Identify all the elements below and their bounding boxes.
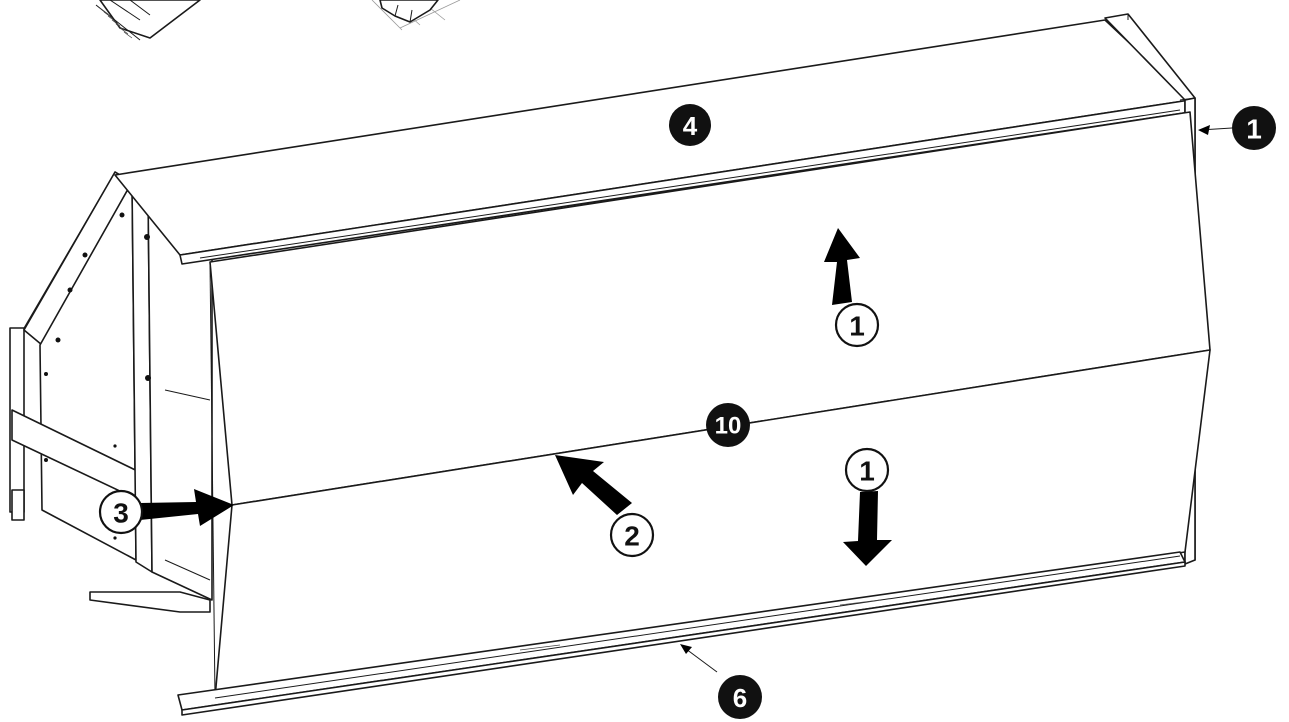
bottom-panel [177,551,1186,716]
screw-hole-icon [44,458,48,462]
screw-hole-icon [119,212,125,218]
callout-side-panel-label: 1 [1246,114,1262,145]
callout-bottom-panel: 6 [718,675,762,719]
screw-hole-icon [144,234,150,240]
previous-step-thumbnail-left [95,0,201,41]
arrow-up-icon [824,228,860,305]
step-badge-diagonal-label: 2 [624,521,640,552]
arrow-diagonal-icon [555,455,632,515]
callout-center-seam-label: 10 [715,413,742,440]
left-door-edge [209,261,216,699]
step-badge-side: 3 [98,489,144,535]
step-badge-down: 1 [844,447,890,493]
previous-step-thumbnail-right [371,0,461,31]
leader-lines [680,125,1233,673]
step-badge-diagonal: 2 [609,512,655,558]
screw-hole-icon [82,252,88,258]
top-panel [114,19,1191,265]
callout-top-panel: 4 [669,104,711,146]
step-badge-down-label: 1 [859,456,875,487]
screw-hole-icon [113,536,117,540]
step-badge-up: 1 [834,302,880,348]
screw-hole-icon [145,375,151,381]
screw-hole-icon [44,372,48,376]
front-door-lower [214,349,1211,699]
screw-hole-icon [55,337,61,343]
callout-bottom-panel-label: 6 [733,683,747,713]
callout-side-panel: 1 [1232,106,1276,150]
step-badge-side-label: 3 [113,498,129,529]
left-end-frame [9,171,213,613]
arrow-down-icon [843,491,892,566]
callout-center-seam: 10 [706,403,750,447]
step-badge-up-label: 1 [849,311,865,342]
callout-top-panel-label: 4 [683,111,698,141]
screw-hole-icon [113,444,117,448]
arrow-right-icon [140,489,234,526]
screw-hole-icon [67,287,73,293]
